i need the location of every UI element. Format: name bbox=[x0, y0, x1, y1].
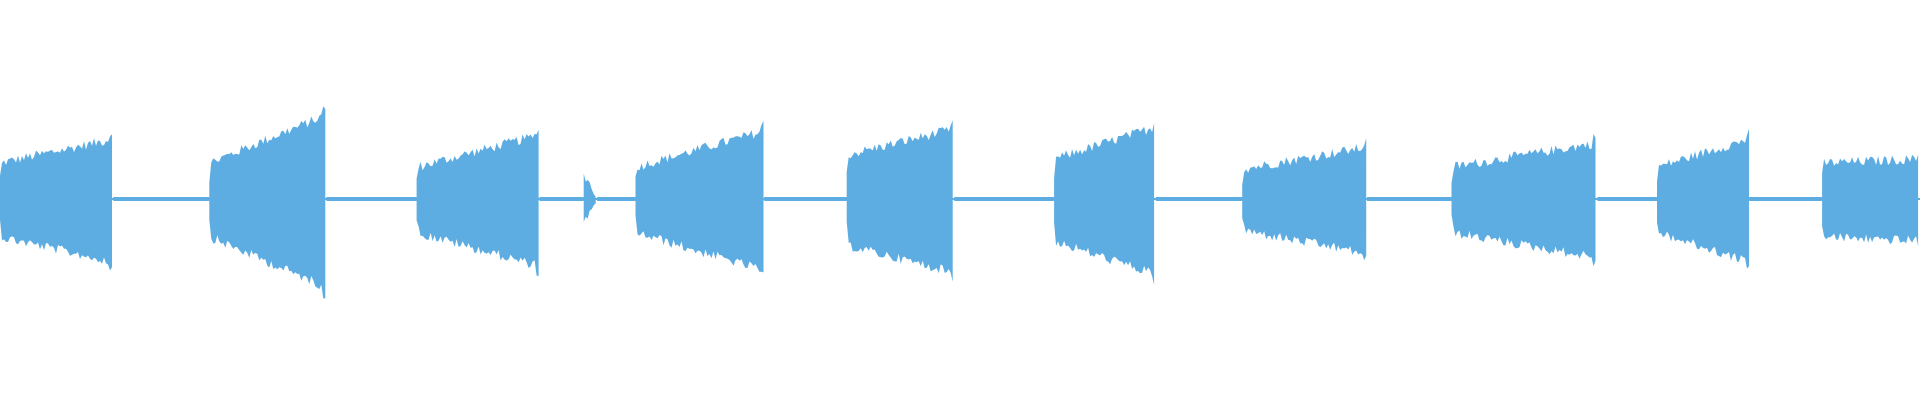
waveform-silence-19 bbox=[1749, 197, 1823, 201]
waveform-burst-2 bbox=[209, 106, 326, 299]
waveform-silence-15 bbox=[1367, 197, 1452, 201]
waveform-silence-1 bbox=[113, 197, 210, 201]
waveform-burst-10 bbox=[846, 120, 953, 282]
waveform-silence-5 bbox=[539, 197, 584, 201]
waveform-burst-0 bbox=[0, 134, 112, 271]
waveform-silence-3 bbox=[326, 197, 417, 201]
waveform-burst-4 bbox=[416, 129, 539, 277]
waveform-silence-9 bbox=[764, 197, 847, 201]
waveform-silence-7 bbox=[597, 197, 636, 201]
waveform-burst-18 bbox=[1657, 128, 1749, 269]
waveform-silence-11 bbox=[954, 197, 1055, 201]
waveform-segments bbox=[0, 106, 1920, 299]
waveform-burst-20 bbox=[1822, 154, 1919, 247]
waveform-burst-8 bbox=[635, 121, 764, 273]
waveform-burst-14 bbox=[1242, 138, 1367, 261]
waveform-silence-13 bbox=[1155, 197, 1243, 201]
waveform-silence-17 bbox=[1597, 197, 1657, 201]
waveform-burst-16 bbox=[1451, 134, 1596, 267]
waveform-blip-6 bbox=[583, 173, 596, 222]
waveform-burst-12 bbox=[1054, 122, 1155, 285]
